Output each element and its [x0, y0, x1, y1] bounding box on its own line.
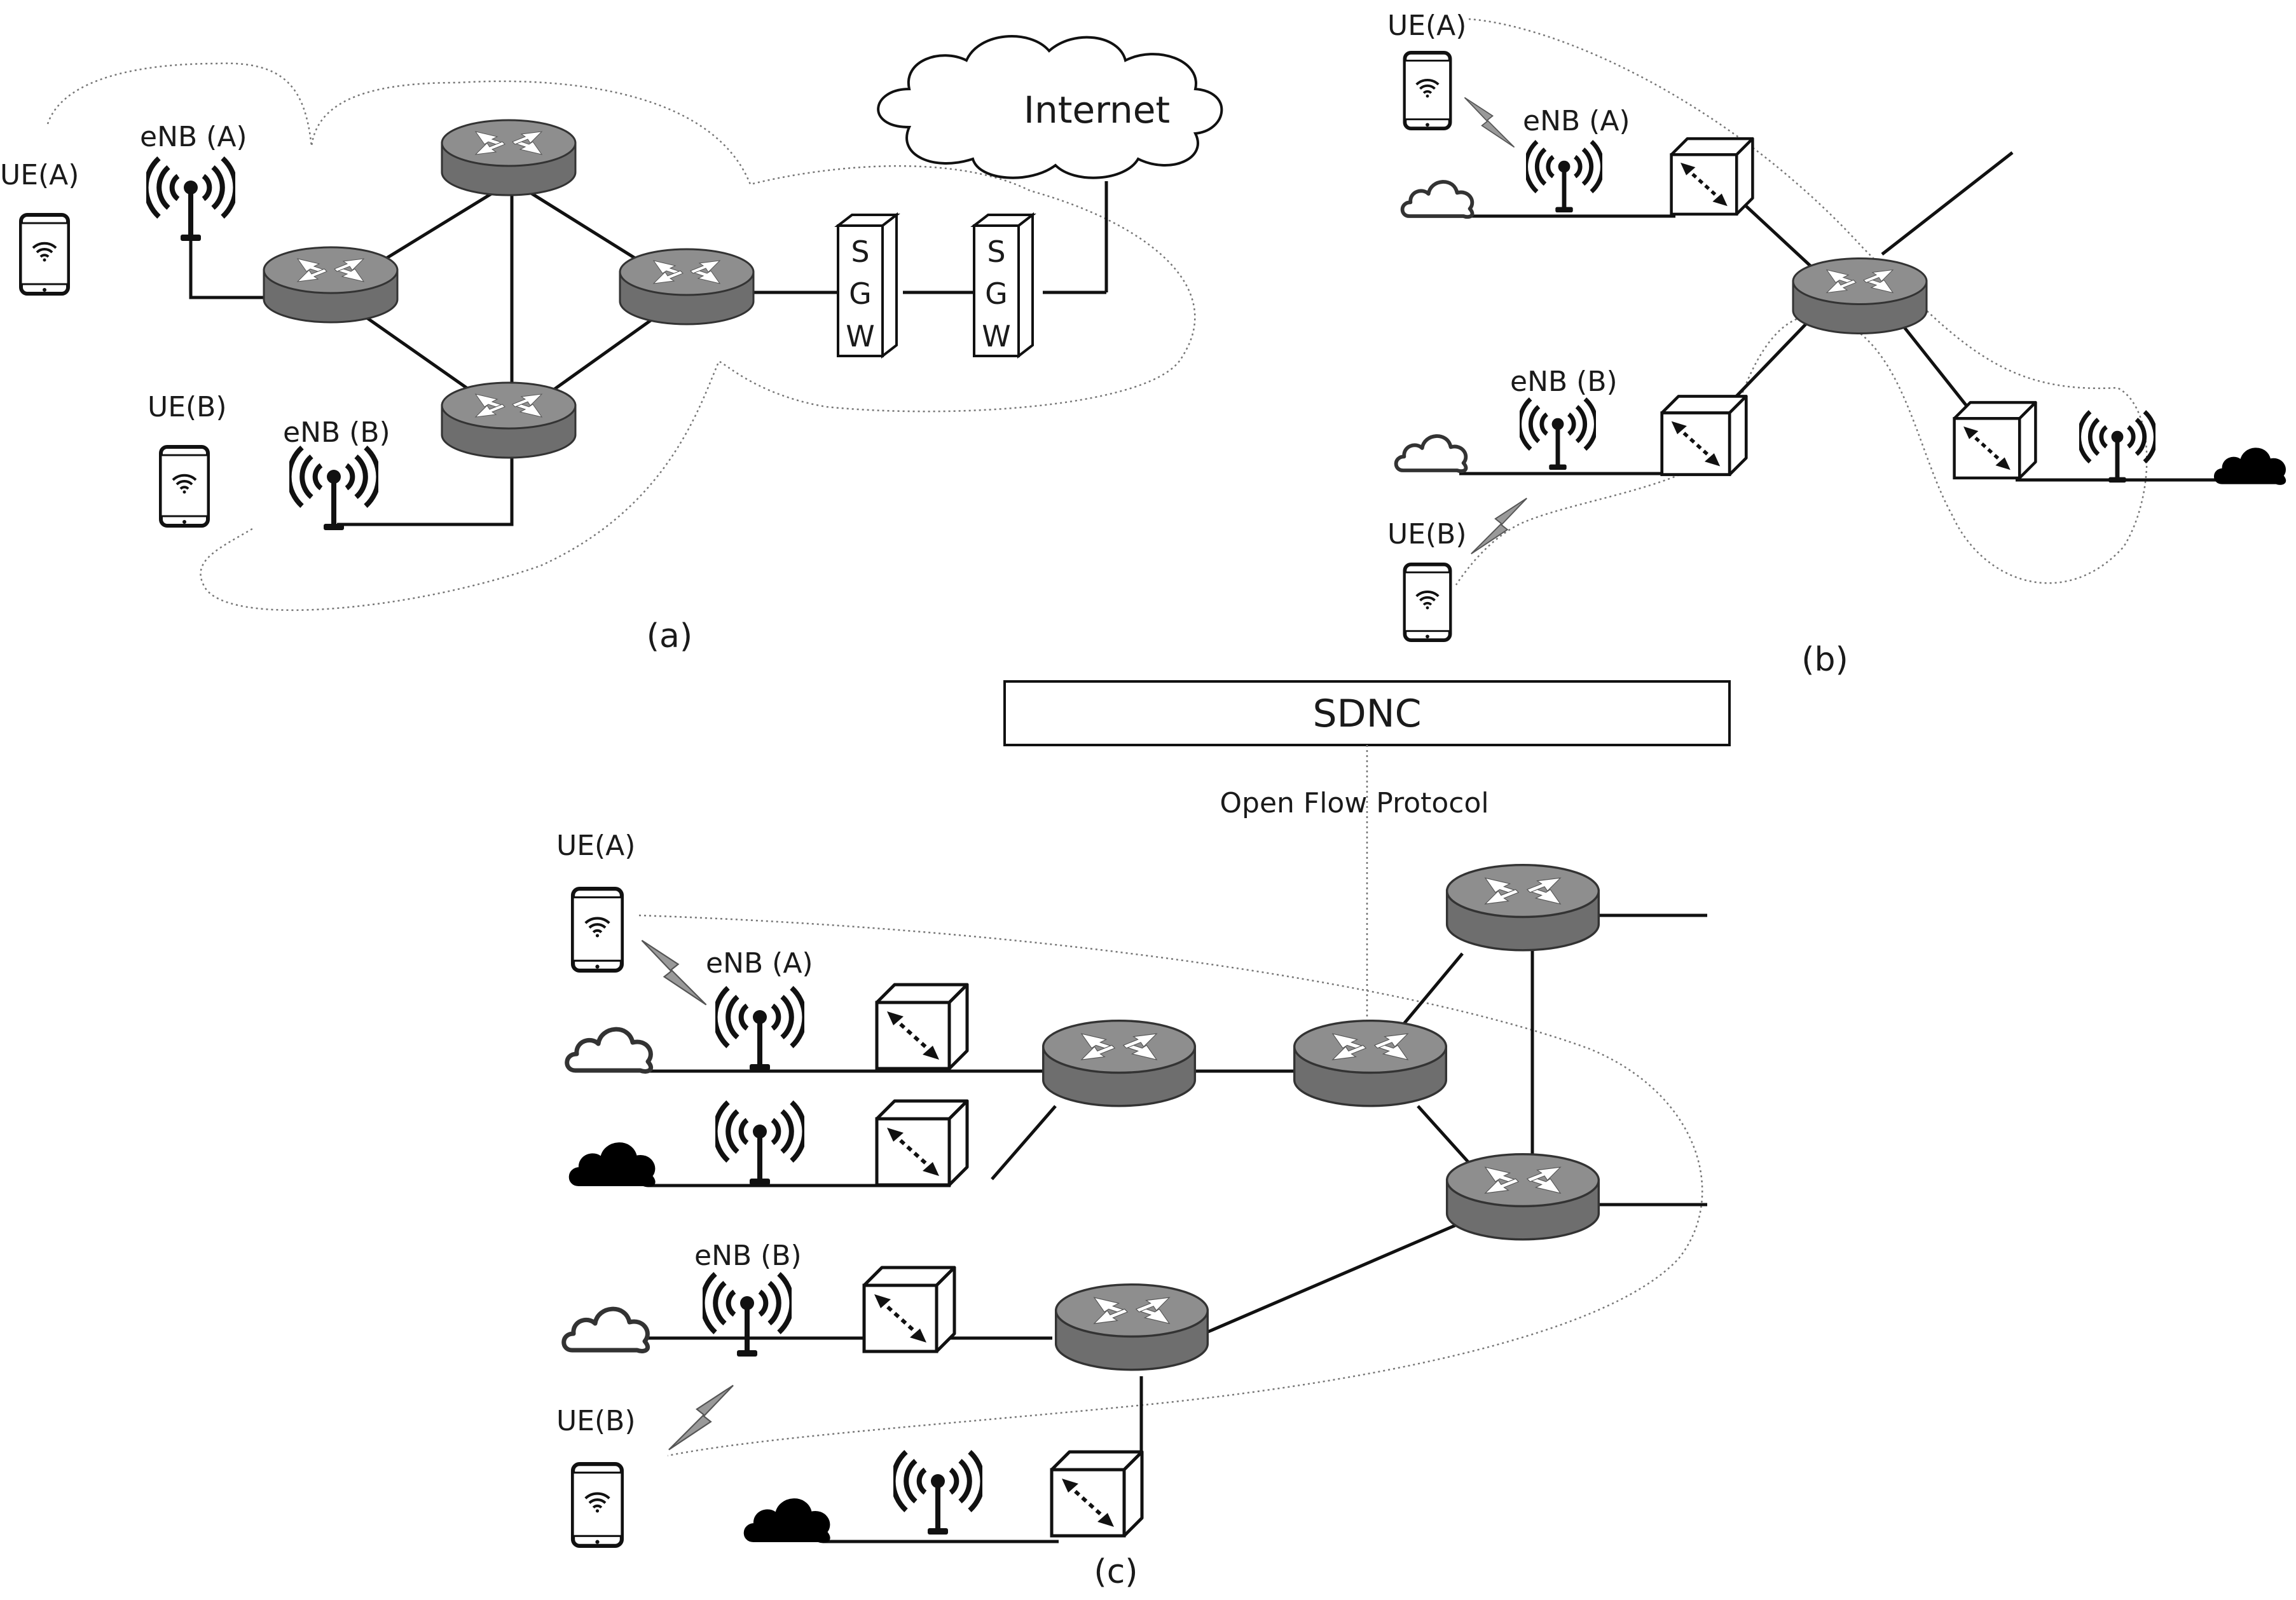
phone-icon: [1405, 53, 1450, 128]
panel-b: UE(A) eNB (A) eNB (B) UE(B) (b): [1387, 10, 2286, 679]
switch-icon: [1662, 396, 1747, 474]
enb-b-label: eNB (B): [694, 1240, 802, 1272]
sgw-letter-s: S: [851, 235, 869, 269]
phone-icon: [21, 215, 68, 294]
sgw-icon: S G W: [970, 212, 1036, 359]
sgw-letter-s: S: [987, 235, 1005, 269]
panel-c: SDNC Open Flow Protocol: [556, 680, 1731, 1591]
switch-icon: [877, 1101, 967, 1185]
enb-a-label: eNB (A): [706, 947, 813, 980]
internet-cloud-icon: Internet: [877, 35, 1223, 179]
ue-b-label: UE(B): [1387, 518, 1467, 550]
router-icon: [263, 246, 399, 324]
internet-label: Internet: [1024, 88, 1170, 132]
switch-icon: [1955, 402, 2036, 478]
lightning-icon: [668, 1385, 734, 1451]
caption-a: (a): [647, 617, 692, 655]
antenna-icon: [1520, 399, 1597, 470]
panel-a: Internet S G W: [0, 35, 1223, 655]
ue-b-label: UE(B): [556, 1405, 636, 1437]
enb-b-label: eNB (B): [283, 416, 390, 449]
antenna-icon: [715, 988, 805, 1070]
cloud-icon: [743, 1498, 830, 1543]
sdnc-controller-box: SDNC: [1003, 680, 1731, 746]
switch-icon: [877, 985, 967, 1069]
antenna-icon: [715, 1102, 805, 1185]
ue-b-label: UE(B): [148, 391, 227, 423]
router-icon: [1445, 1152, 1600, 1241]
enb-a-label: eNB (A): [140, 121, 247, 153]
sgw-icon: S G W: [834, 212, 900, 359]
router-icon: [1054, 1283, 1209, 1371]
router-icon: [1041, 1019, 1197, 1107]
caption-c: (c): [1094, 1553, 1138, 1591]
switch-icon: [1672, 139, 1753, 214]
router-icon: [619, 248, 755, 325]
phone-icon: [573, 1464, 622, 1546]
phone-icon: [1405, 564, 1450, 640]
openflow-protocol-label: Open Flow Protocol: [1220, 787, 1488, 819]
sdnc-label: SDNC: [1312, 692, 1421, 736]
phone-icon: [573, 889, 622, 971]
antenna-icon: [1526, 142, 1603, 212]
router-icon: [1792, 257, 1928, 335]
cloud-icon: [1403, 182, 1473, 217]
cloud-icon: [567, 1029, 651, 1071]
enb-a-label: eNB (A): [1523, 105, 1630, 137]
router-icon: [1445, 863, 1600, 952]
antenna-icon: [146, 158, 236, 241]
sgw-letter-w: W: [846, 319, 874, 353]
cloud-icon: [564, 1309, 648, 1351]
cloud-icon: [2213, 448, 2286, 485]
router-icon: [441, 119, 577, 196]
antenna-icon: [2079, 412, 2156, 482]
cloud-icon: [568, 1142, 656, 1187]
antenna-icon: [289, 448, 379, 530]
antenna-icon: [893, 1452, 983, 1535]
ue-a-label: UE(A): [1387, 10, 1466, 42]
switch-icon: [864, 1268, 954, 1351]
ue-a-label: UE(A): [556, 830, 635, 862]
sgw-letter-w: W: [982, 319, 1010, 353]
sgw-letter-g: G: [985, 277, 1008, 311]
ue-a-label: UE(A): [0, 159, 79, 191]
router-icon: [1293, 1019, 1448, 1107]
antenna-icon: [703, 1274, 792, 1357]
caption-b: (b): [1801, 641, 1848, 679]
lightning-icon: [1464, 97, 1515, 148]
cloud-icon: [1396, 436, 1466, 471]
core-network-boundary-c: [638, 914, 1703, 1457]
lightning-icon: [1470, 497, 1528, 555]
router-icon: [441, 381, 577, 459]
switch-icon: [1052, 1452, 1142, 1536]
sgw-letter-g: G: [849, 277, 872, 311]
phone-icon: [161, 447, 208, 526]
lightning-icon: [641, 940, 707, 1006]
panel-c-links: [639, 913, 1707, 1543]
enb-b-label: eNB (B): [1510, 366, 1618, 398]
